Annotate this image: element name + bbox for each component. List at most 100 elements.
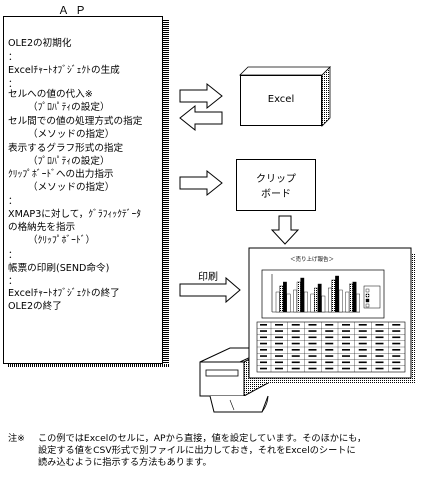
- report-table-cell-text: [308, 330, 317, 332]
- report-table-cell-text: [308, 349, 317, 351]
- ap-line: ：: [8, 276, 18, 287]
- ap-line: （ｸﾘｯﾌﾟﾎﾞｰﾄﾞ）: [28, 235, 96, 246]
- printer-icon: [199, 347, 271, 413]
- report-table-cell-text: [375, 355, 384, 357]
- report-table-cell-text: [308, 367, 317, 370]
- report-table-cell-text: [342, 361, 350, 364]
- ap-line: の格納先を指示: [8, 222, 76, 233]
- report-table-cell-text: [275, 349, 283, 351]
- report-bar: [349, 283, 353, 313]
- report-bar: [331, 279, 336, 313]
- report-table-cell-text: [275, 342, 283, 345]
- report-table-cell-text: [308, 324, 317, 326]
- report-table-cell-text: [260, 355, 267, 357]
- excel-label: Excel: [267, 94, 295, 105]
- report-table-cell-text: [392, 367, 401, 370]
- report-table-cell-text: [325, 355, 334, 357]
- report-table-cell-text: [308, 342, 317, 345]
- report-table-cell-text: [260, 342, 267, 345]
- report-bar: [300, 277, 305, 313]
- report-table-cell-text: [308, 361, 317, 364]
- report-bar: [314, 287, 318, 313]
- print-label: 印刷: [198, 272, 218, 283]
- legend-swatch: [365, 293, 370, 298]
- arrow-from-excel: [179, 104, 223, 132]
- ap-line: （メソッドの指定）: [28, 129, 115, 140]
- report-table-cell-text: [342, 342, 350, 345]
- report-table-cell-text: [325, 330, 334, 332]
- excel-box-3d: [239, 66, 331, 127]
- report-table-cell-text: [342, 349, 350, 351]
- report-table-cell-text: [275, 330, 283, 332]
- report-table-cell-text: [375, 367, 384, 370]
- report-table-cell-text: [342, 330, 350, 332]
- ap-line: ：: [8, 250, 18, 261]
- report-bar: [356, 293, 360, 313]
- ap-line: Excelﾁｬｰﾄｵﾌﾞｼﾞｪｸﾄの終了: [8, 288, 120, 299]
- report-table-cell-text: [358, 330, 367, 332]
- legend-swatch: [365, 298, 370, 303]
- report-table-cell-text: [275, 324, 283, 326]
- report-table-cell-text: [308, 355, 317, 357]
- report-table-cell-text: [392, 336, 401, 339]
- report-bar: [310, 293, 315, 313]
- report-table-cell-text: [291, 367, 300, 370]
- report-table-cell-text: [392, 355, 401, 357]
- report-table-cell-text: [275, 355, 283, 357]
- report-table-cell-text: [342, 367, 350, 370]
- report-bar: [286, 293, 291, 313]
- report-table-cell-text: [375, 349, 384, 351]
- report-bar: [283, 281, 287, 313]
- ap-box-shadow-bottom: [8, 364, 169, 367]
- report-bar: [321, 295, 326, 313]
- report-table-cell-text: [308, 336, 317, 339]
- clipboard-label-line2: ボード: [261, 189, 291, 200]
- ap-line: ：: [8, 52, 18, 63]
- report-table-cell-text: [375, 336, 384, 339]
- report-bar: [328, 287, 332, 313]
- report-table-cell-text: [358, 361, 367, 364]
- ap-line: 帳票の印刷(SEND命令): [8, 263, 110, 274]
- ap-line: OLE2の初期化: [8, 38, 72, 49]
- ap-line: セルへの値の代入※: [8, 89, 93, 100]
- ap-process-box: [3, 16, 163, 364]
- report-bar: [335, 275, 339, 313]
- report-table-cell-text: [375, 324, 384, 326]
- report-table-cell-text: [358, 324, 367, 326]
- report-table-cell-text: [358, 355, 367, 357]
- report-table-cell-text: [291, 361, 300, 364]
- legend-swatch: [365, 303, 370, 308]
- note-line: 読み込むように指示する方法もあります。: [38, 457, 212, 468]
- arrow-print: [179, 276, 241, 304]
- report-table-cell-text: [342, 324, 350, 326]
- ap-line: Excelﾁｬｰﾄｵﾌﾞｼﾞｪｸﾄの生成: [8, 65, 120, 76]
- report-table-cell-text: [260, 324, 267, 326]
- excel-box: [240, 75, 322, 126]
- report-table-cell-text: [291, 330, 300, 332]
- report-table-cell-text: [325, 324, 334, 326]
- report-table-cell-text: [260, 361, 267, 364]
- legend-swatch: [365, 288, 370, 293]
- report-bar: [338, 289, 343, 313]
- report-table-cell-text: [260, 330, 267, 332]
- ap-title: ＡＰ: [58, 4, 92, 17]
- report-table-cell-text: [260, 349, 267, 351]
- report-table-cell-text: [342, 336, 350, 339]
- report-bar: [296, 281, 301, 313]
- report-table-cell-text: [275, 336, 283, 339]
- report-table-cell-text: [392, 342, 401, 345]
- report-table-cell-text: [358, 349, 367, 351]
- report-table-cell-text: [291, 349, 300, 351]
- arrow-to-clipboard: [179, 169, 223, 197]
- ap-line: 表示するグラフ形式の指定: [8, 143, 124, 154]
- report-table-cell-text: [291, 324, 300, 326]
- report-table-cell-text: [358, 336, 367, 339]
- report-table-cell-text: [260, 367, 267, 370]
- report-table-cell-text: [358, 367, 367, 370]
- report-table-cell-text: [291, 342, 300, 345]
- ap-line: （ﾌﾟﾛﾊﾟﾃｨの設定）: [28, 156, 110, 167]
- report-table-cell-text: [375, 330, 384, 332]
- report-table-cell-text: [392, 330, 401, 332]
- report-bar: [345, 291, 350, 313]
